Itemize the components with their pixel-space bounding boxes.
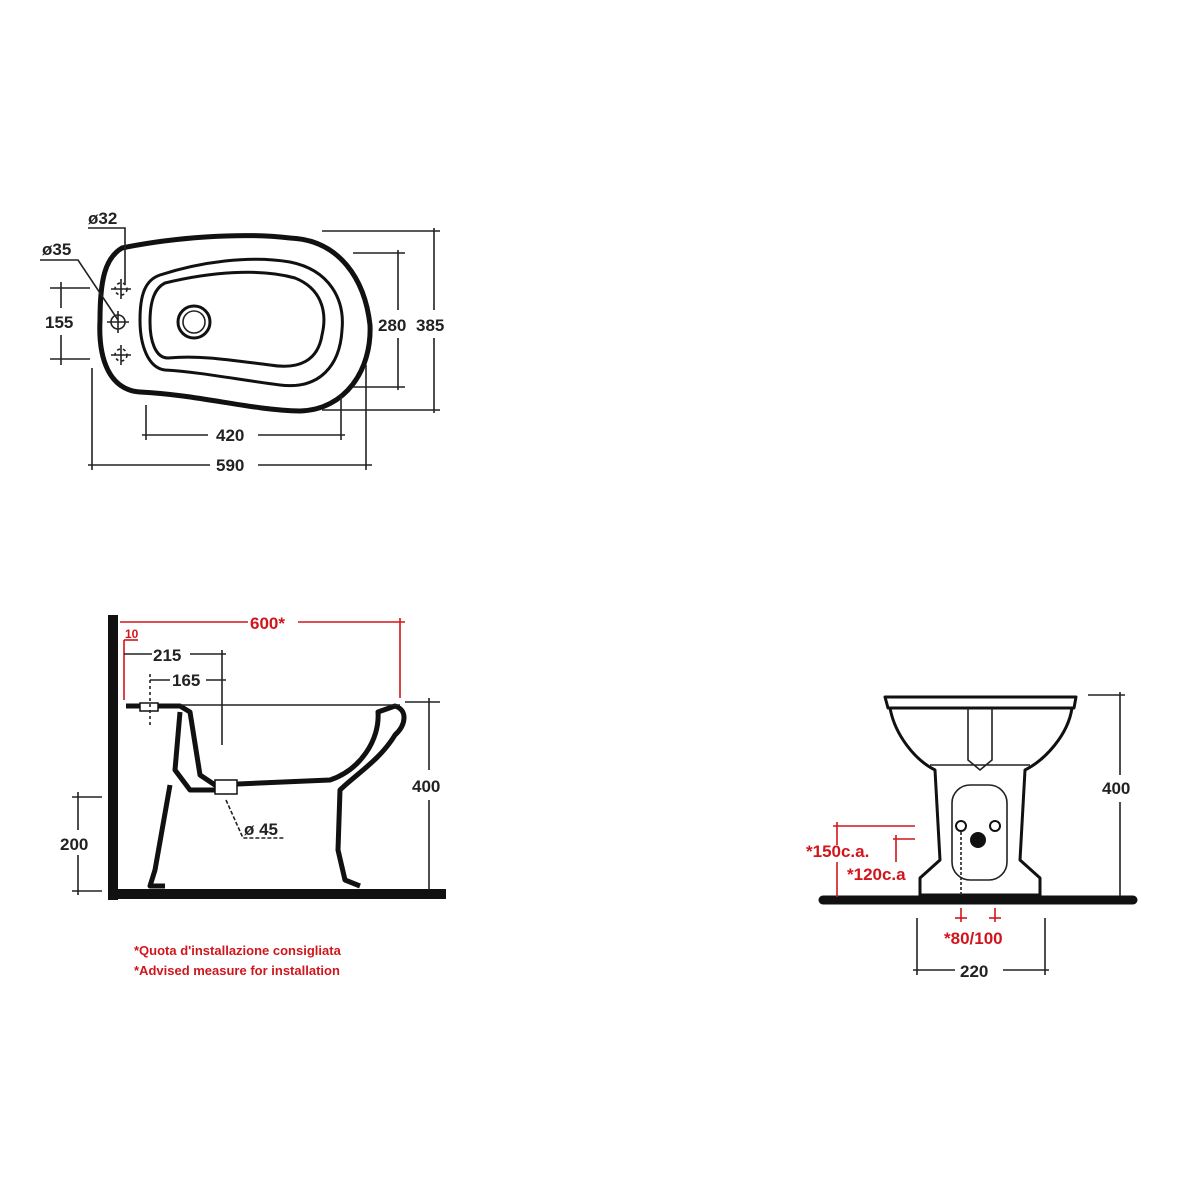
access-opening: [951, 784, 1008, 881]
diameter-35-label: ø35: [42, 240, 71, 259]
floor: [108, 889, 446, 899]
dim-220: 220: [960, 962, 988, 981]
dim-155: 155: [45, 313, 73, 332]
dim-215: 215: [153, 646, 181, 665]
tap-hole-icon: [107, 279, 131, 365]
top-view: ø32 ø35 155 280 385 420 590: [40, 209, 444, 475]
dim-590: 590: [216, 456, 244, 475]
bidet-outline-top: [97, 233, 373, 414]
dim-280: 280: [378, 316, 406, 335]
dim-150-advised: *150c.a.: [806, 842, 869, 861]
note-italian: *Quota d'installazione consigliata: [134, 943, 342, 958]
bowl-rim: [138, 257, 344, 388]
dim-10-advised: 10: [125, 627, 139, 641]
dim-120-advised: *120c.a: [847, 865, 906, 884]
drain-outer: [176, 304, 212, 340]
bidet-profile: [126, 703, 407, 889]
dim-80-100-advised: *80/100: [944, 929, 1003, 948]
note-english: *Advised measure for installation: [134, 963, 340, 978]
diameter-32-label: ø32: [88, 209, 117, 228]
side-view: 600* 10 215 165 ø 45 400 200 *Quota d'in…: [60, 614, 446, 978]
dim-400-side: 400: [412, 777, 440, 796]
bidet-front-outline: [883, 695, 1078, 897]
wall: [108, 615, 118, 900]
dim-200: 200: [60, 835, 88, 854]
dim-400-front: 400: [1102, 779, 1130, 798]
dim-600-advised: 600*: [250, 614, 285, 633]
dim-420: 420: [216, 426, 244, 445]
dim-165: 165: [172, 671, 200, 690]
drain-inner: [182, 310, 206, 334]
front-view: 400 *150c.a. *120c.a *80/100 220: [806, 692, 1138, 981]
diameter-45-label: ø 45: [244, 820, 278, 839]
bowl-basin: [148, 270, 326, 368]
dim-385: 385: [416, 316, 444, 335]
